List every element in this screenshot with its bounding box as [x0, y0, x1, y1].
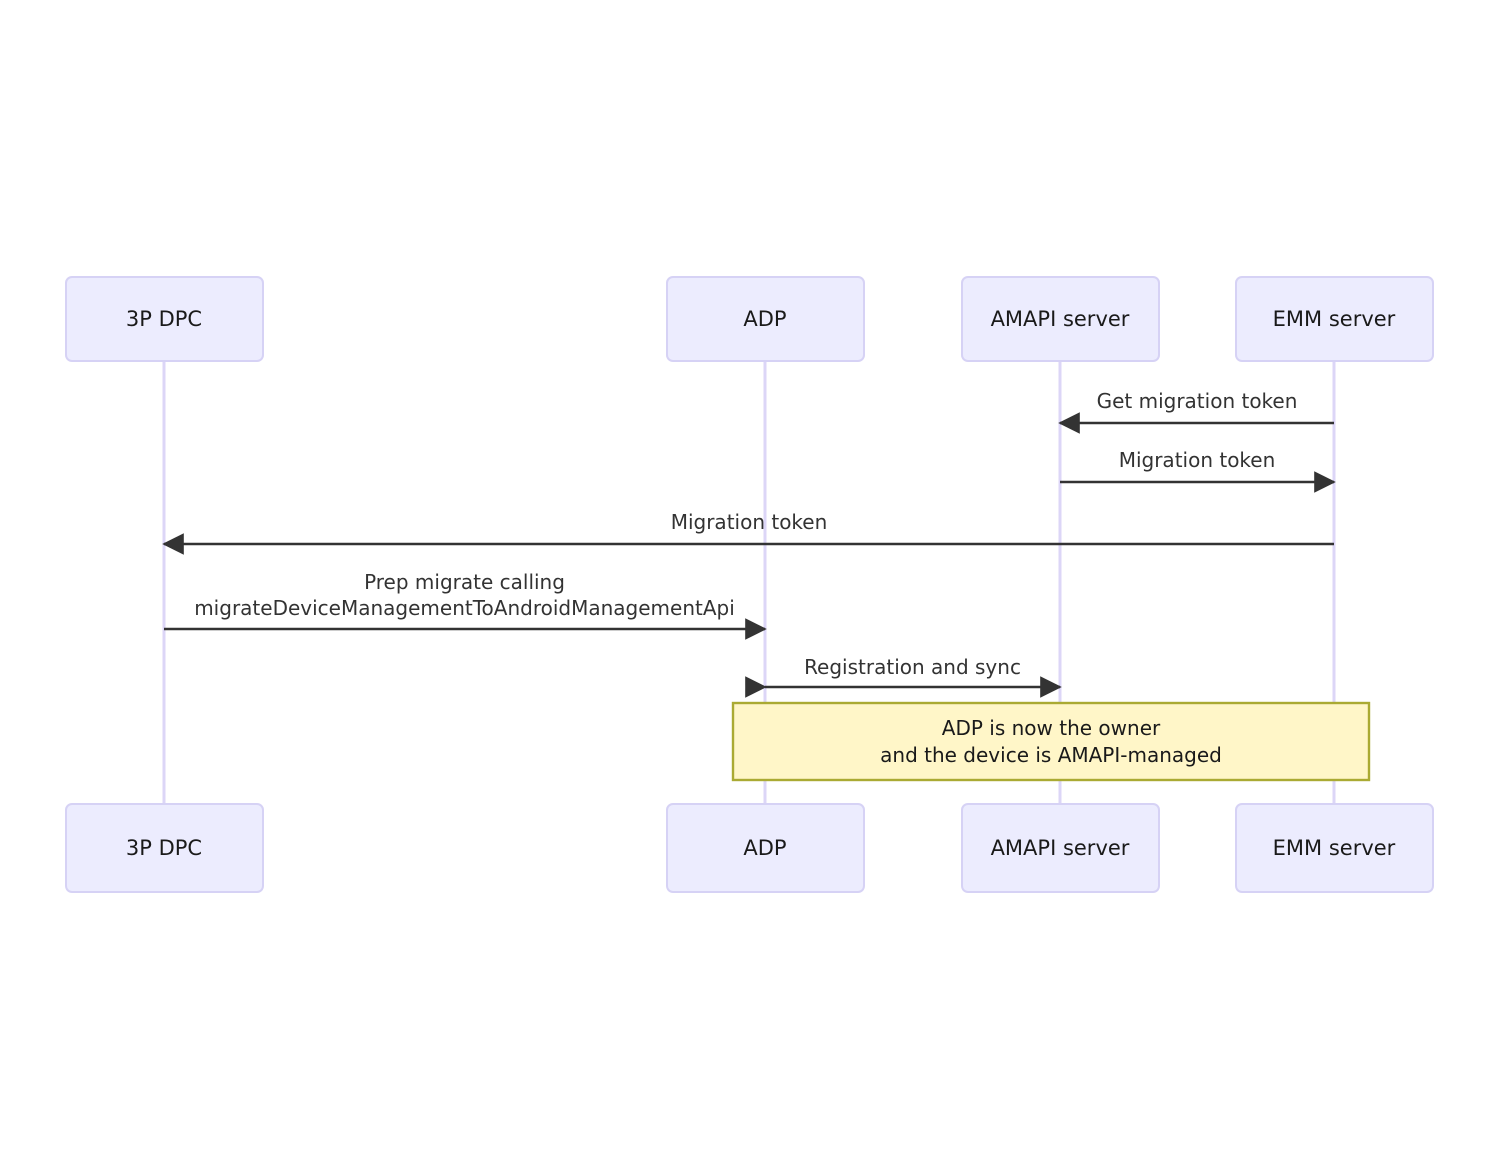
participants-bottom-group: 3P DPC ADP AMAPI server EMM server [65, 803, 1434, 893]
participant-box-shape [666, 803, 865, 893]
participant-box-shape [666, 276, 865, 362]
participant-box-shape [65, 803, 264, 893]
participant-box-shape [1235, 276, 1434, 362]
participants-top-group: 3P DPC ADP AMAPI server EMM server [65, 276, 1434, 362]
participant-adp-top[interactable]: ADP [666, 276, 865, 362]
notes-group: ADP is now the owner and the device is AM… [731, 701, 1371, 782]
message-m4[interactable]: Prep migrate callingmigrateDeviceManagem… [164, 570, 767, 640]
participant-box-shape [961, 276, 1160, 362]
message-label: migrateDeviceManagementToAndroidManageme… [194, 596, 735, 620]
participant-amapi-bottom[interactable]: AMAPI server [961, 803, 1160, 893]
participant-box-shape [65, 276, 264, 362]
message-label: Registration and sync [804, 655, 1021, 679]
message-label: Prep migrate calling [364, 570, 565, 594]
participant-dpc-bottom[interactable]: 3P DPC [65, 803, 264, 893]
note-label-line: and the device is AMAPI-managed [880, 743, 1222, 767]
participant-box-shape [1235, 803, 1434, 893]
participant-emm-bottom[interactable]: EMM server [1235, 803, 1434, 893]
message-m3[interactable]: Migration token [162, 510, 1334, 555]
participant-label: ADP [743, 307, 786, 331]
participant-box-shape [961, 803, 1160, 893]
participant-amapi-top[interactable]: AMAPI server [961, 276, 1160, 362]
participant-label: 3P DPC [126, 307, 202, 331]
message-label: Migration token [671, 510, 828, 534]
note-n1: ADP is now the owner and the device is AM… [731, 701, 1371, 782]
message-m2[interactable]: Migration token [1060, 448, 1336, 493]
participant-label: AMAPI server [991, 836, 1130, 860]
participant-label: AMAPI server [991, 307, 1130, 331]
message-label: Migration token [1119, 448, 1276, 472]
message-label: Get migration token [1097, 389, 1298, 413]
participant-adp-bottom[interactable]: ADP [666, 803, 865, 893]
note-box-shape [731, 701, 1371, 782]
participant-label: 3P DPC [126, 836, 202, 860]
participant-label: EMM server [1273, 836, 1396, 860]
participant-emm-top[interactable]: EMM server [1235, 276, 1434, 362]
participant-dpc-top[interactable]: 3P DPC [65, 276, 264, 362]
note-label-line: ADP is now the owner [942, 716, 1161, 740]
message-m5[interactable]: Registration and sync [745, 655, 1062, 698]
participant-label: EMM server [1273, 307, 1396, 331]
message-m1[interactable]: Get migration token [1058, 389, 1334, 434]
participant-label: ADP [743, 836, 786, 860]
